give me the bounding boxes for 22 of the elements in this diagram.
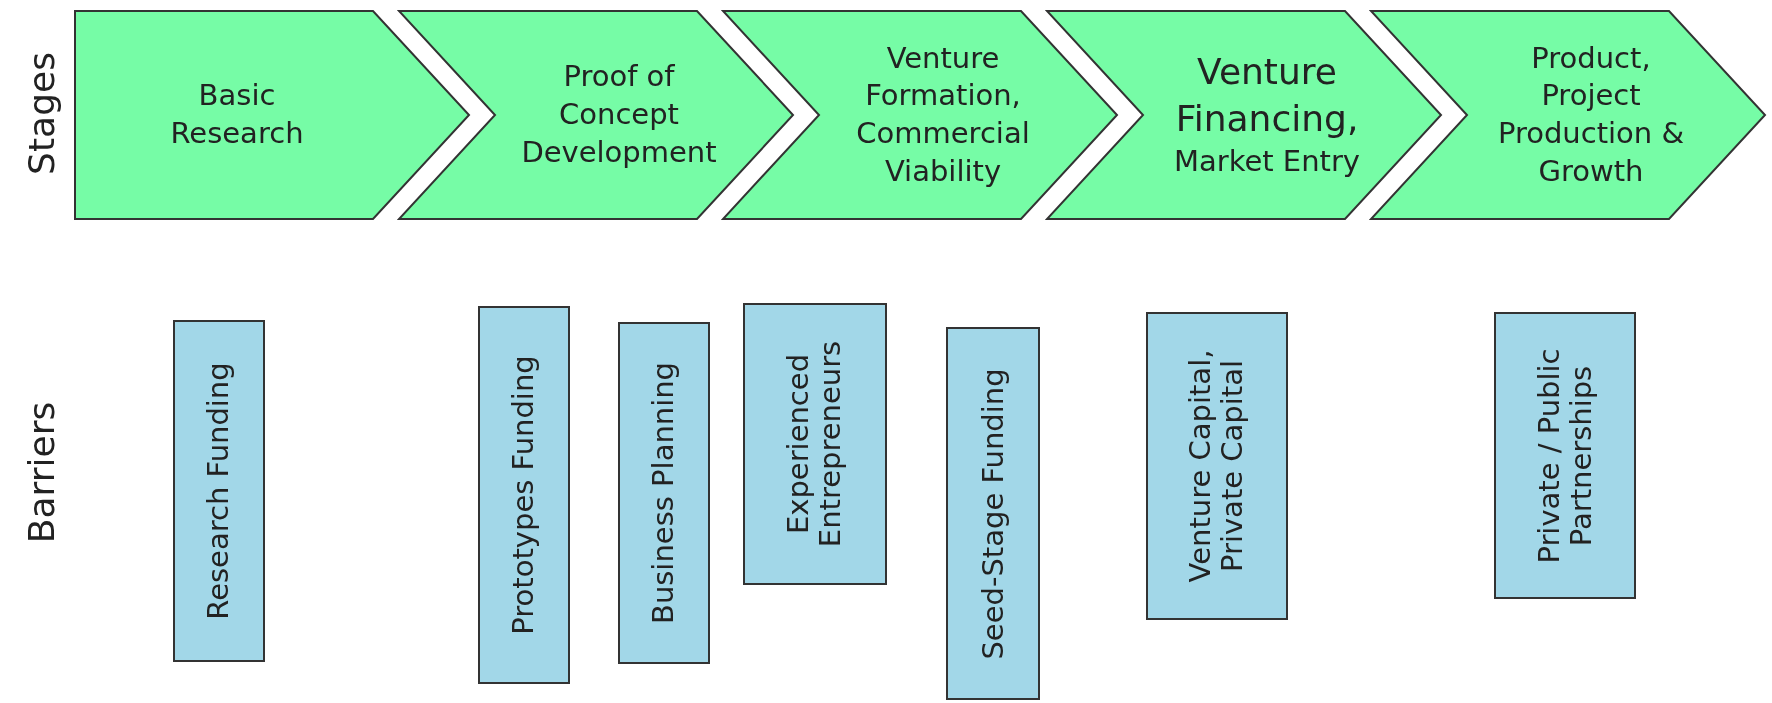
barrier-box xyxy=(478,306,570,684)
stage-label: Market Entry xyxy=(1173,142,1361,180)
barrier-box xyxy=(173,320,265,662)
barrier-box xyxy=(618,322,710,664)
stage-label: Venture Financing, xyxy=(1174,50,1360,142)
barrier-box xyxy=(1494,312,1636,599)
row-label: Barriers xyxy=(20,401,62,543)
stage-label: Basic Research xyxy=(169,77,305,152)
barrier-box xyxy=(946,327,1040,700)
barrier-label: Private / Public Partnerships xyxy=(1533,346,1597,566)
row-label: Stages xyxy=(20,51,62,175)
stage-label: Product, Project Production & Growth xyxy=(1496,39,1686,190)
barrier-label: Business Planning xyxy=(648,362,680,624)
barrier-label: Venture Capital, Private Capital xyxy=(1185,348,1249,585)
barrier-box xyxy=(1146,312,1288,620)
barrier-label: Prototypes Funding xyxy=(508,355,540,635)
barrier-label: Research Funding xyxy=(203,362,235,620)
barrier-label: Experienced Entrepreneurs xyxy=(783,339,847,550)
barrier-label: Seed-Stage Funding xyxy=(977,367,1009,660)
barrier-box xyxy=(743,303,887,585)
stage-label: Venture Formation, Commercial Viability xyxy=(855,39,1031,190)
stage-label: Proof of Concept Development xyxy=(520,58,718,171)
